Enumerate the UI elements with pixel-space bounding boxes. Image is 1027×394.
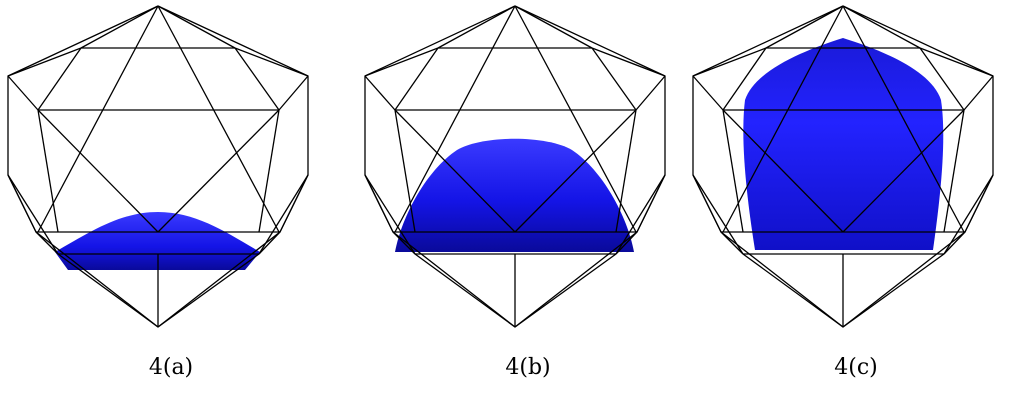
liquid-blob [55, 212, 260, 270]
liquid-blob [743, 38, 944, 250]
icosahedron-figure-b [364, 5, 666, 328]
panel-caption: 4(b) [505, 355, 551, 380]
panel-a: 4(a) [0, 0, 342, 394]
icosahedron-figure-a [7, 5, 309, 328]
liquid-blob [395, 138, 634, 252]
panel-caption: 4(c) [834, 355, 878, 380]
icosahedron-wireframe [7, 5, 309, 328]
icosahedron-figure-c [692, 5, 994, 328]
panel-caption: 4(a) [148, 355, 194, 380]
panel-c: 4(c) [685, 0, 1027, 394]
icosahedron-wireframe [364, 5, 666, 328]
icosahedron-wireframe [692, 5, 994, 328]
panel-b: 4(b) [357, 0, 699, 394]
